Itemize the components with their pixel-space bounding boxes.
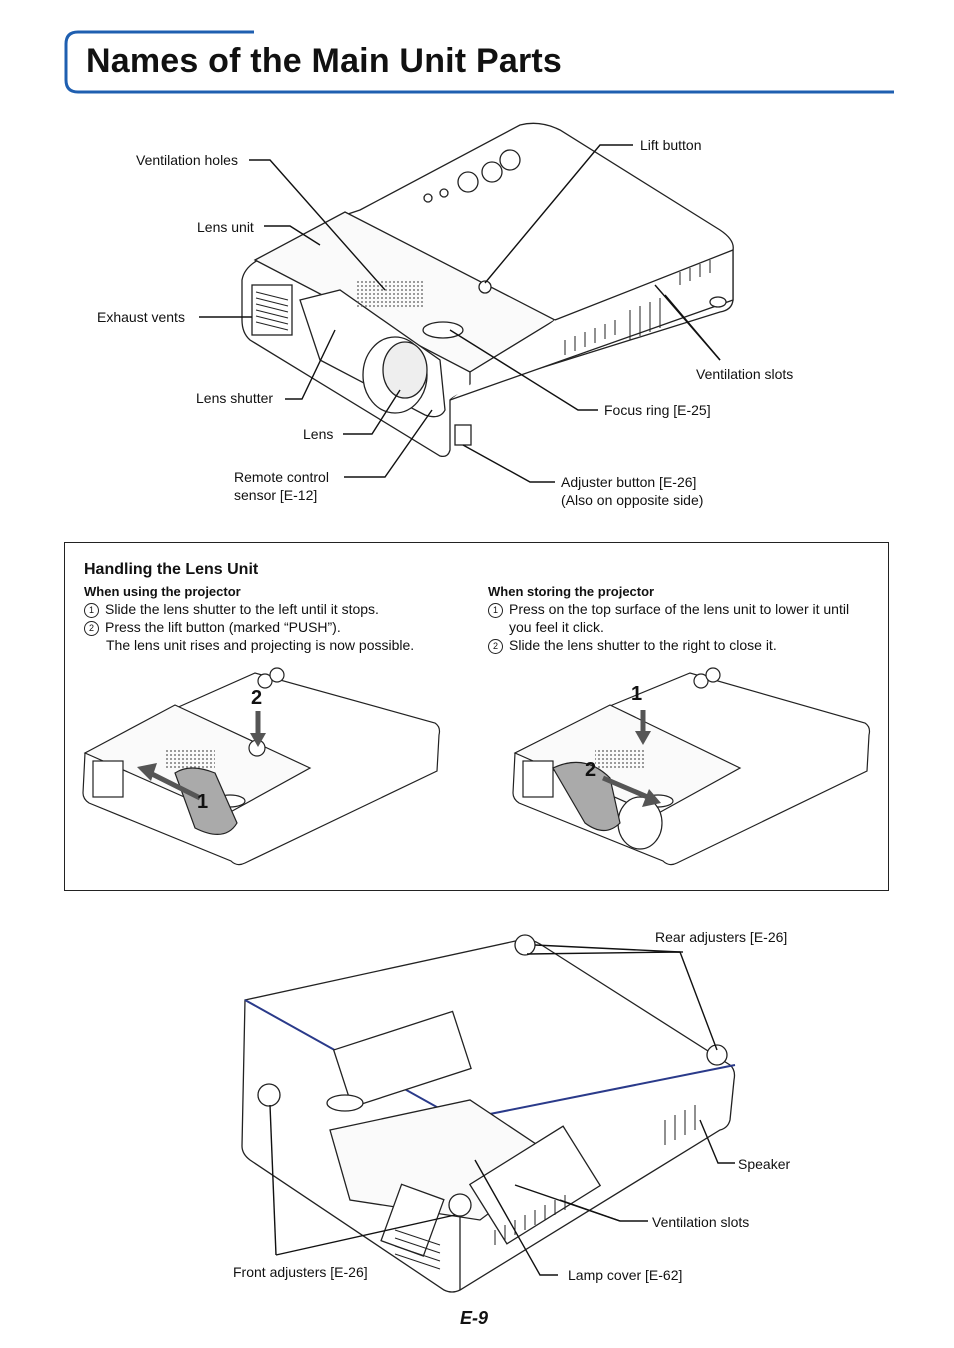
step-text: Slide the lens shutter to the left until… — [105, 601, 379, 617]
label-focus-ring: Focus ring [E-25] — [604, 402, 711, 418]
page-title: Names of the Main Unit Parts — [86, 42, 563, 80]
step-number: 2 — [488, 639, 503, 654]
label-speaker: Speaker — [738, 1156, 791, 1172]
using-step-1: 1 Slide the lens shutter to the left unti… — [84, 600, 379, 618]
label-rear-adjusters: Rear adjusters [E-26] — [655, 929, 788, 945]
storing-step-1: 1 Press on the top surface of the lens un… — [488, 600, 849, 618]
callout-1-left: 1 — [197, 791, 209, 813]
using-heading: When using the projector — [84, 584, 241, 599]
lens-handling-illustrations — [82, 667, 871, 866]
storing-continuation: you feel it click. — [509, 619, 604, 635]
title-frame — [64, 30, 894, 94]
label-remote-sensor-1: Remote control — [234, 469, 329, 485]
handling-lens-unit-box: Handling the Lens Unit When using the pr… — [64, 542, 889, 891]
label-exhaust-vents: Exhaust vents — [97, 309, 185, 325]
label-front-adjusters: Front adjusters [E-26] — [233, 1264, 368, 1280]
label-remote-sensor-2: sensor [E-12] — [234, 487, 318, 503]
label-lift-button: Lift button — [640, 137, 702, 153]
step-text: Slide the lens shutter to the right to c… — [509, 637, 777, 653]
storing-heading: When storing the projector — [488, 584, 655, 599]
page-title-box: Names of the Main Unit Parts — [64, 30, 894, 94]
callout-1-right: 1 — [631, 683, 643, 705]
label-lamp-cover: Lamp cover [E-62] — [568, 1267, 683, 1283]
label-ventilation-holes: Ventilation holes — [136, 152, 238, 168]
label-ventilation-slots-bottom: Ventilation slots — [652, 1214, 750, 1230]
label-ventilation-slots-top: Ventilation slots — [696, 366, 794, 382]
projector-bottom-illustration — [241, 934, 736, 1293]
callout-2-left: 2 — [251, 687, 263, 709]
step-text: Press on the top surface of the lens uni… — [509, 601, 850, 617]
label-lens: Lens — [303, 426, 334, 442]
projector-top-illustration — [199, 122, 734, 483]
step-text: Press the lift button (marked “PUSH”). — [105, 619, 341, 635]
label-adjuster-button-1: Adjuster button [E-26] — [561, 474, 697, 490]
step-number: 1 — [84, 603, 99, 618]
step-number: 1 — [488, 603, 503, 618]
callout-2-right: 2 — [585, 759, 597, 781]
page-number: E-9 — [460, 1308, 489, 1328]
storing-step-2: 2 Slide the lens shutter to the right to … — [488, 636, 777, 654]
label-lens-shutter: Lens shutter — [196, 390, 274, 406]
label-lens-unit: Lens unit — [197, 219, 254, 235]
step-number: 2 — [84, 621, 99, 636]
using-continuation: The lens unit rises and projecting is no… — [106, 637, 415, 653]
label-adjuster-button-2: (Also on opposite side) — [561, 492, 704, 508]
handling-title: Handling the Lens Unit — [84, 561, 259, 578]
using-step-2: 2 Press the lift button (marked “PUSH”). — [84, 618, 341, 636]
